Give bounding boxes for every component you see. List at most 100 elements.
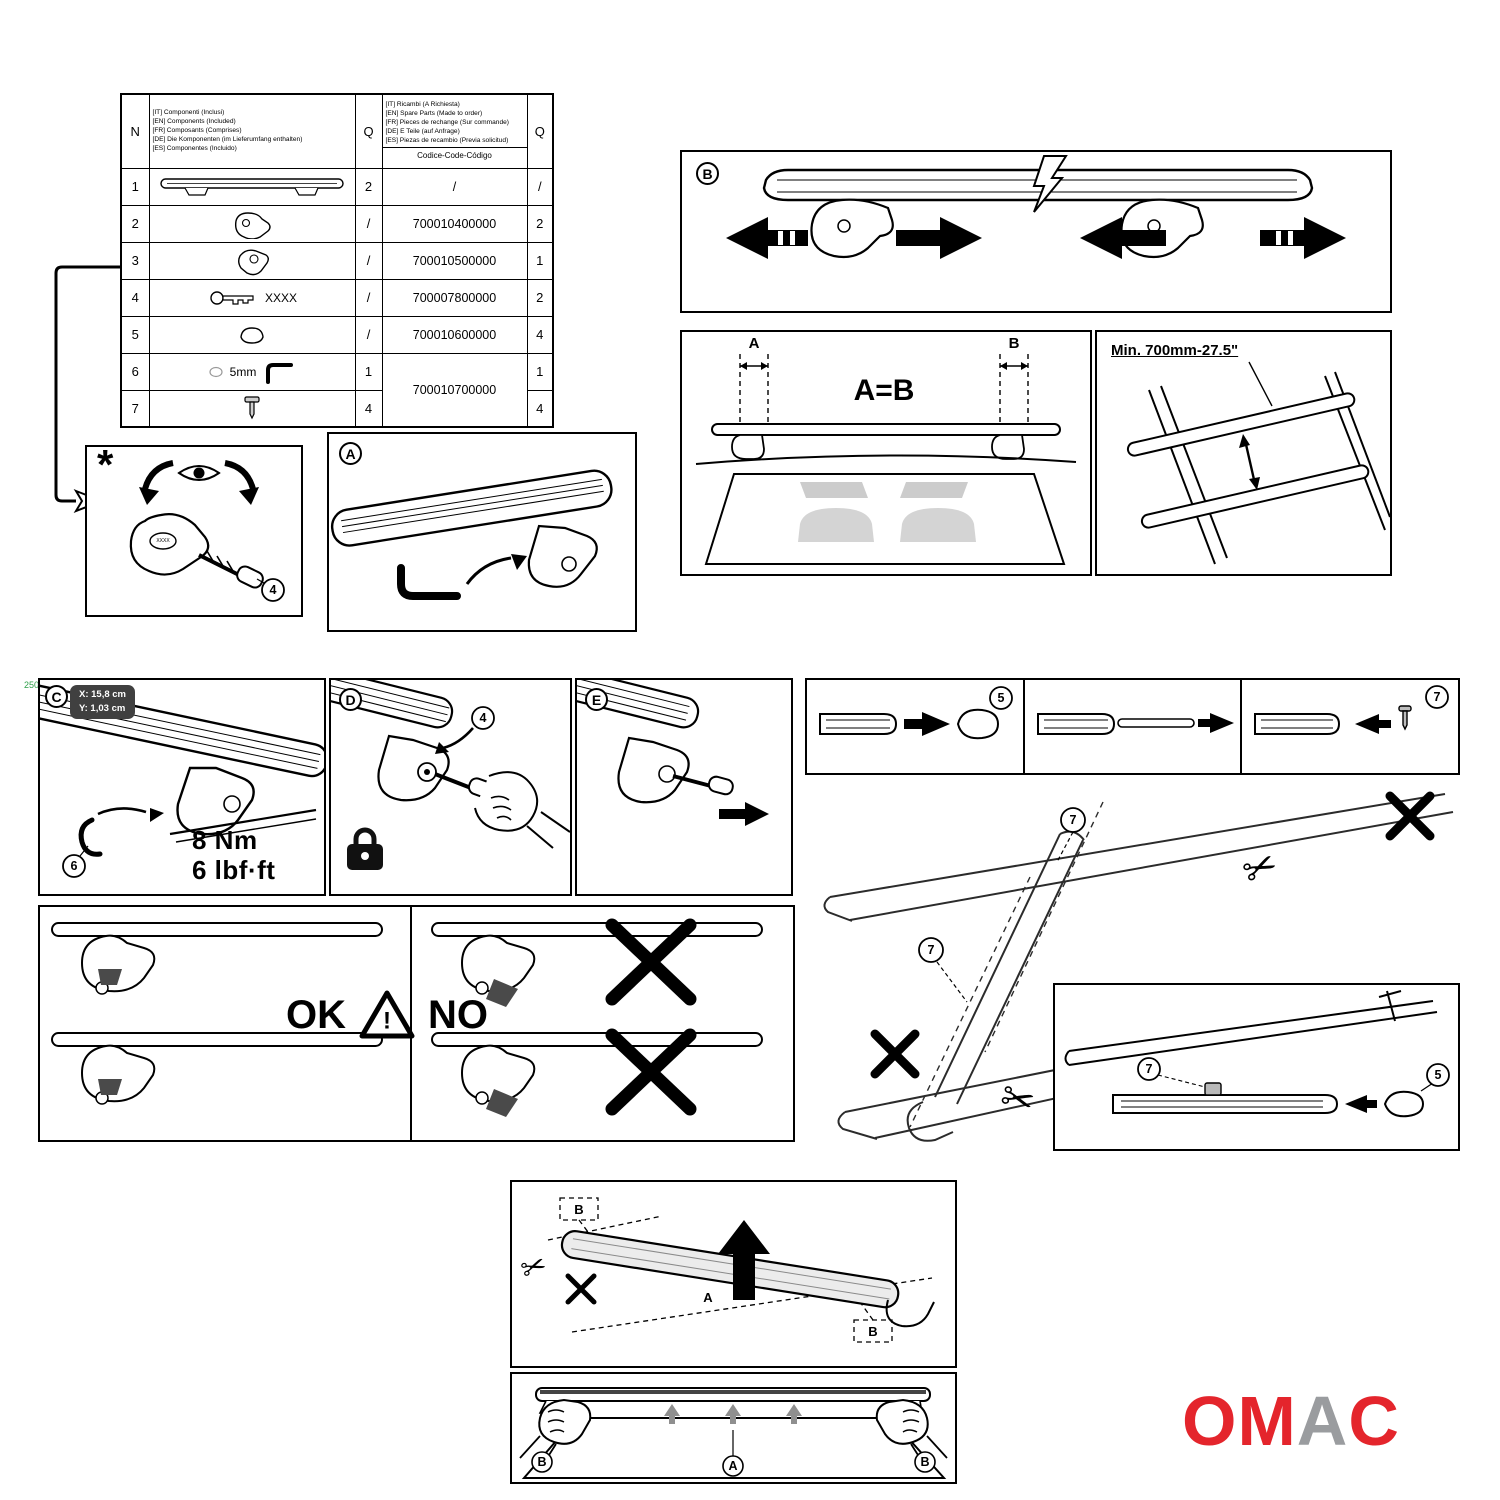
clamp-foot: XXXX xyxy=(129,513,210,576)
ref-7: 7 xyxy=(1146,1062,1153,1076)
part-qty: 2 xyxy=(526,204,554,243)
bar-slide-illustration xyxy=(726,155,1346,259)
label-a: A xyxy=(728,1459,737,1473)
part-qty: / xyxy=(354,241,383,280)
t-bolt-part xyxy=(1204,1082,1222,1096)
t-bolt-part xyxy=(244,396,260,420)
parts-row: 1 2 / / xyxy=(120,167,554,206)
parts-table: N [IT] Componenti (Inclusi) [EN] Compone… xyxy=(120,93,554,428)
parts-table-header: N [IT] Componenti (Inclusi) [EN] Compone… xyxy=(120,93,554,169)
panel-c-label: C xyxy=(45,685,68,708)
parts-row: 6 5mm 1 700010700000 1 xyxy=(120,352,554,428)
ref-4: 4 xyxy=(480,711,487,725)
left-hand-icon xyxy=(519,1398,592,1467)
lift-arrow xyxy=(718,1220,770,1300)
logo-text-red: C xyxy=(1348,1382,1400,1460)
part-code: 700007800000 xyxy=(381,278,528,317)
dim-y: Y: 1,03 cm xyxy=(79,702,126,714)
min-span-illustration xyxy=(1126,361,1390,565)
cap-remove-cell: 5 xyxy=(807,680,1023,773)
hook-part xyxy=(78,817,103,857)
wrong-x-mark xyxy=(605,1028,697,1116)
part-qty: 2 xyxy=(526,278,554,317)
part-qty: 2 xyxy=(354,167,383,206)
part-qty: 4 xyxy=(526,389,554,428)
clamp-foot-left xyxy=(810,198,894,259)
key-code-label: XXXX xyxy=(156,538,170,544)
part-code: 700010600000 xyxy=(381,315,528,354)
equation-label: A=B xyxy=(854,374,915,407)
break-symbol xyxy=(1032,155,1068,213)
col-header-q-included: Q xyxy=(354,93,383,169)
bar-allen-key-illustration xyxy=(330,469,613,600)
panel-a: A xyxy=(327,432,637,632)
part-number: 6 xyxy=(120,352,150,391)
lock-icon xyxy=(347,827,383,870)
warning-triangle-icon: ! xyxy=(359,990,415,1039)
end-cap-part xyxy=(240,326,264,344)
parts-row: 2 / 700010400000 2 xyxy=(120,204,554,243)
ref-4: 4 xyxy=(270,583,277,597)
min-span-note: Min. 700mm-27.5" xyxy=(1111,342,1239,359)
exclamation: ! xyxy=(383,1008,391,1035)
wrong-x-mark xyxy=(605,918,697,1006)
pin-insert-cell: 7 xyxy=(1240,680,1458,773)
bar-dimensions-badge: X: 15,8 cm Y: 1,03 cm xyxy=(70,685,135,719)
allen-key-icon xyxy=(397,564,461,600)
part-qty: / xyxy=(354,315,383,354)
part-qty: 1 xyxy=(526,241,554,280)
key-icon xyxy=(198,550,264,589)
eye-icon xyxy=(177,465,221,481)
ref-7: 7 xyxy=(928,943,935,957)
end-cap-part xyxy=(1383,1090,1425,1118)
key-lock-illustration: XXXX 4 xyxy=(129,460,285,602)
key-icon xyxy=(672,774,734,796)
logo-text-gray: A xyxy=(1296,1382,1349,1460)
panel-a-label: A xyxy=(339,442,362,465)
correct-mount-illustration xyxy=(51,922,383,1105)
part-qty: / xyxy=(526,167,554,206)
rod-slide-illustration xyxy=(1036,713,1234,735)
panel-e: E xyxy=(575,678,793,896)
panel-equal-spacing: A B A=B xyxy=(680,330,1092,576)
no-label: NO xyxy=(428,992,488,1037)
slide-arrows xyxy=(726,217,1346,259)
panel-hands: B A B xyxy=(510,1372,957,1484)
wrong-mount-illustration xyxy=(431,918,763,1117)
part-code: 700010700000 xyxy=(381,352,528,428)
hand-icon xyxy=(474,771,570,849)
ref-7: 7 xyxy=(1070,813,1077,827)
dim-a-label: A xyxy=(749,335,760,352)
allen-key-part xyxy=(266,362,294,384)
part-code: / xyxy=(381,167,528,206)
panel-b-label: B xyxy=(696,162,719,185)
torque-lbf: 6 lbf·ft xyxy=(192,854,276,885)
print-marker: 250 xyxy=(24,680,40,690)
rod-slide-cell xyxy=(1022,680,1241,773)
part-qty: 4 xyxy=(526,315,554,354)
panel-e-label: E xyxy=(585,688,608,711)
equal-spacing-illustration: A B A=B xyxy=(695,335,1077,565)
end-cap-part xyxy=(956,708,999,740)
seat xyxy=(900,508,976,542)
lock-cylinder-part xyxy=(238,248,269,275)
label-b-top: B xyxy=(574,1202,583,1217)
col-header-spare: [IT] Ricambi (A Richiesta) [EN] Spare Pa… xyxy=(381,93,528,169)
part-number: 1 xyxy=(120,167,150,206)
label-b-bottom: B xyxy=(868,1324,877,1339)
panel-key-lock: * XXXX 4 xyxy=(85,441,303,617)
part-qty: 4 xyxy=(354,389,383,428)
cross-bar-part xyxy=(160,177,344,196)
part-code: 700010400000 xyxy=(381,204,528,243)
col-header-q-spare: Q xyxy=(526,93,554,169)
panel-c: C X: 15,8 cm Y: 1,03 cm 6 8 Nm 6 xyxy=(38,678,326,896)
rail-detail-panel: 7 5 xyxy=(1053,983,1460,1151)
dim-x: X: 15,8 cm xyxy=(79,689,126,700)
do-not-cut-x xyxy=(870,1029,920,1079)
part-qty: / xyxy=(354,204,383,243)
lift-arrow xyxy=(725,1404,741,1424)
parts-row: 5 / 700010600000 4 xyxy=(120,315,554,354)
label-b-right: B xyxy=(920,1455,929,1469)
key-code-label: XXXX xyxy=(264,290,297,305)
